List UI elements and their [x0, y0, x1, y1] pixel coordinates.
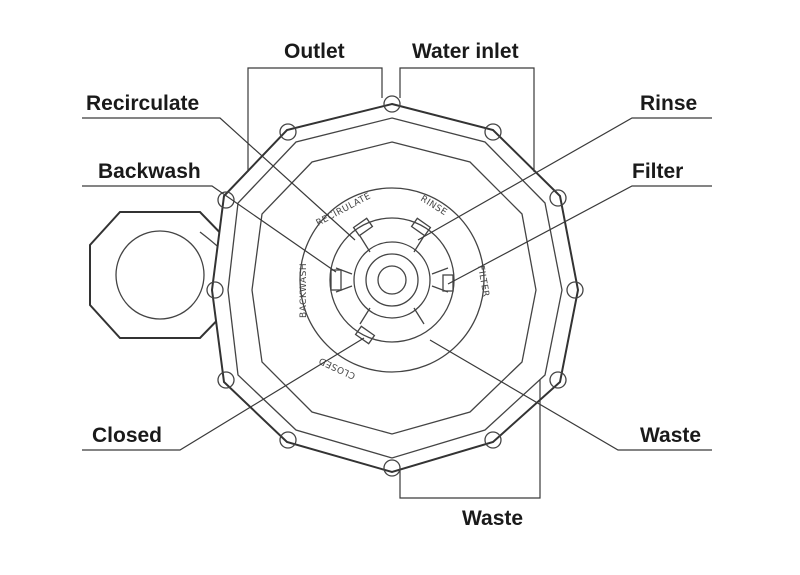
- bolt-holes: [206, 95, 584, 477]
- label-waste-bottom: Waste: [462, 507, 523, 530]
- label-water-inlet: Water inlet: [412, 40, 519, 63]
- leader-waste: [429, 339, 712, 451]
- leader-recirculate: [82, 117, 356, 241]
- leader-lines: [82, 117, 712, 451]
- label-waste-right: Waste: [640, 424, 701, 447]
- side-port: [89, 211, 233, 339]
- label-backwash: Backwash: [98, 160, 201, 183]
- label-recirculate: Recirculate: [86, 92, 199, 115]
- bottom-bracket: [399, 380, 541, 499]
- leader-filter: [447, 185, 712, 285]
- callout-labels: Outlet Water inlet Recirculate Rinse Bac…: [86, 40, 701, 530]
- label-outlet: Outlet: [284, 40, 345, 63]
- leader-backwash: [82, 185, 337, 273]
- valve-body: [206, 95, 584, 477]
- label-rinse: Rinse: [640, 92, 697, 115]
- leader-rinse: [417, 117, 712, 241]
- top-brackets: [247, 67, 535, 172]
- label-filter: Filter: [632, 160, 683, 183]
- label-closed: Closed: [92, 424, 162, 447]
- leader-closed: [82, 337, 365, 451]
- dial-mark-backwash: BACKWASH: [299, 263, 309, 318]
